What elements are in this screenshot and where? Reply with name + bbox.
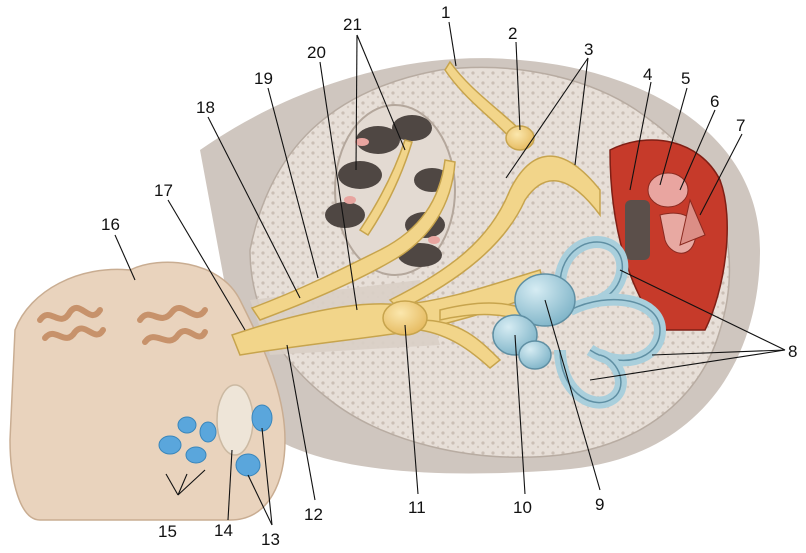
label-4: 4 (643, 65, 652, 84)
label-10: 10 (513, 498, 532, 517)
label-5: 5 (681, 69, 690, 88)
label-13: 13 (261, 530, 280, 549)
label-17: 17 (154, 181, 173, 200)
label-9: 9 (595, 495, 604, 514)
label-21: 21 (343, 15, 362, 34)
label-19: 19 (254, 69, 273, 88)
label-20: 20 (307, 43, 326, 62)
label-7: 7 (736, 116, 745, 135)
label-14: 14 (214, 521, 233, 540)
label-2: 2 (508, 24, 517, 43)
label-11: 11 (408, 498, 426, 517)
label-6: 6 (710, 92, 719, 111)
label-12: 12 (304, 505, 323, 524)
label-1: 1 (441, 3, 450, 22)
label-3: 3 (584, 40, 593, 59)
nucleus-14 (217, 385, 253, 455)
label-18: 18 (196, 98, 215, 117)
label-8: 8 (788, 342, 797, 361)
label-16: 16 (101, 215, 120, 234)
label-15: 15 (158, 522, 177, 541)
